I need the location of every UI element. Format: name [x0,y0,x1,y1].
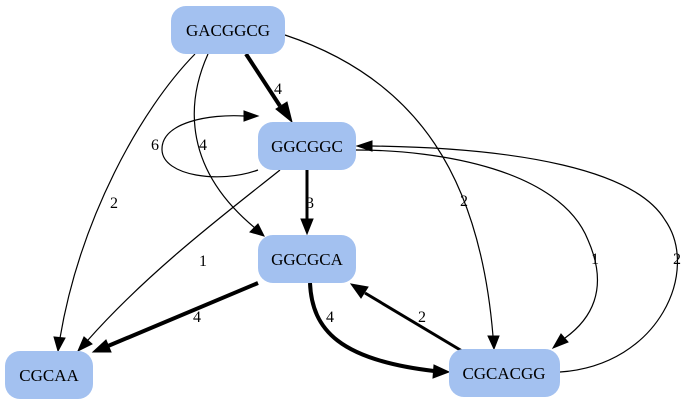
edge-ggcggc-loop [161,115,259,178]
node-box [5,351,93,399]
edge-label-ggcggc-cgcacgg: 1 [591,251,599,268]
arrowhead-ggcggc-from-gacggcg [275,101,293,124]
node-box [171,6,285,54]
edge-ggcgca-cgcacgg [308,282,435,373]
edge-label-gacggcg-cgcacgg: 2 [460,193,468,210]
node-gacggcg[interactable]: GACGGCG [171,6,285,54]
node-cgcacgg[interactable]: CGCACGG [449,349,560,397]
edge-label-ggcggc-loop: 6 [151,137,159,154]
arrowhead-cgcaa-from-ggcggc [77,336,93,353]
arrowheads [53,101,569,379]
edge-label-ggcggc-cgcaa: 1 [199,253,207,270]
node-label: CGCAA [19,366,79,385]
arrowhead-cgcaa-from-ggcgca [91,339,112,353]
node-ggcgca[interactable]: GGCGCA [258,235,356,283]
arrowhead-ggcggc-loop [243,110,260,122]
edge-label-ggcgca-cgcaa: 4 [193,309,201,326]
edge-labels: 4 4 2 2 6 3 1 1 2 4 4 2 [110,81,681,326]
edge-ggcggc-cgcacgg [355,149,598,339]
edge-ggcggc-cgcaa [87,169,281,341]
edge-gacggcg-ggcggc [244,52,282,108]
arrowhead-cgcacgg-from-ggcgca [432,364,451,379]
edge-cgcacgg-ggcggc [371,145,679,373]
node-label: GGCGCA [271,250,344,269]
edge-cgcacgg-ggcgca [364,291,463,353]
node-label: GGCGGC [271,137,343,156]
edge-gacggcg-cgcacgg [284,34,494,337]
arrowhead-cgcacgg-from-ggcggc [551,333,569,349]
edge-gacggcg-cgcaa [59,53,196,339]
nodes: GACGGCG GGCGGC GGCGCA CGCAA CGCACGG [5,6,560,399]
arrowhead-ggcgca-from-cgcacgg [349,283,369,299]
arrowhead-ggcggc-from-cgcacgg [355,140,373,152]
edge-label-ggcggc-ggcgca: 3 [306,195,314,212]
arrowhead-cgcacgg-from-gacggcg [487,335,500,351]
edge-label-gacggcg-cgcaa: 2 [110,195,118,212]
node-ggcggc[interactable]: GGCGGC [258,122,356,170]
node-label: CGCACGG [462,364,545,383]
edge-label-cgcacgg-ggcggc: 2 [673,251,681,268]
node-box [449,349,560,397]
node-label: GACGGCG [186,21,270,40]
edge-label-gacggcg-ggcgca: 4 [199,137,207,154]
node-box [258,235,356,283]
edge-label-cgcacgg-ggcgca: 2 [418,309,426,326]
arrowhead-cgcaa-from-gacggcg [53,336,66,353]
arrowhead-ggcgca-from-ggcggc [300,218,314,236]
edge-label-ggcgca-cgcacgg: 4 [326,309,334,326]
node-box [258,122,356,170]
arrowhead-ggcgca-from-gacggcg [249,223,265,237]
edge-label-gacggcg-ggcggc: 4 [274,81,282,98]
node-cgcaa[interactable]: CGCAA [5,351,93,399]
edges [59,34,679,373]
edge-ggcgca-cgcaa [107,281,259,348]
edge-gacggcg-ggcgca [193,53,256,229]
